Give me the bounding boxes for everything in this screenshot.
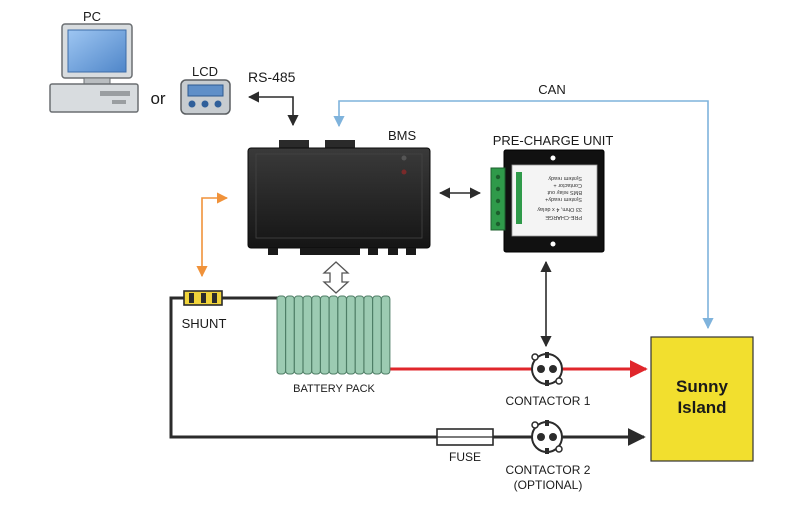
bms-battery-link-icon bbox=[322, 261, 350, 294]
battery-cell bbox=[354, 295, 365, 375]
can-label: CAN bbox=[538, 82, 565, 97]
sunny-island-label-line2: Island bbox=[677, 398, 726, 417]
battery-pack-label: BATTERY PACK bbox=[293, 383, 375, 395]
battery-cell bbox=[372, 295, 382, 375]
battery-cell bbox=[328, 295, 339, 375]
fuse-icon bbox=[436, 428, 494, 446]
battery-cell bbox=[337, 295, 347, 375]
battery-pack-icon bbox=[276, 295, 391, 375]
can-bus-line bbox=[333, 100, 714, 330]
battery-cell bbox=[302, 295, 313, 375]
contactor-2-label: CONTACTOR 2 bbox=[506, 463, 591, 477]
precharge-text-4: BMS relay out bbox=[547, 189, 582, 195]
battery-cell bbox=[320, 295, 330, 375]
battery-cell bbox=[380, 295, 391, 375]
precharge-text-6: System ready bbox=[548, 175, 582, 181]
battery-cell bbox=[311, 295, 321, 375]
battery-cell bbox=[276, 295, 286, 375]
rs485-label: RS-485 bbox=[248, 69, 296, 85]
rs485-connection bbox=[247, 91, 299, 127]
bms-label: BMS bbox=[388, 128, 417, 143]
bms-unit bbox=[247, 140, 431, 255]
precharge-unit: PRE-CHARGE 33 Ohm, 4 x delay System read… bbox=[490, 149, 605, 253]
contactor-1-icon bbox=[531, 352, 563, 386]
shunt-icon bbox=[183, 290, 223, 306]
or-label: or bbox=[150, 89, 165, 108]
precharge-text-3: System ready+ bbox=[545, 196, 582, 202]
battery-cell bbox=[346, 295, 356, 375]
battery-cell bbox=[285, 295, 295, 375]
battery-cell bbox=[363, 295, 373, 375]
precharge-label: PRE-CHARGE UNIT bbox=[493, 133, 614, 148]
sunny-island-label-line1: Sunny bbox=[676, 377, 728, 396]
lcd-label: LCD bbox=[192, 64, 218, 79]
shunt-label: SHUNT bbox=[182, 316, 227, 331]
contactor-2-icon bbox=[531, 420, 563, 454]
precharge-text-5: Contactor + bbox=[553, 182, 582, 188]
pc-icon bbox=[49, 23, 139, 113]
shunt-sense-line bbox=[196, 192, 229, 278]
precharge-text-1: PRE-CHARGE bbox=[545, 214, 582, 220]
lcd-icon bbox=[180, 79, 231, 115]
fuse-label: FUSE bbox=[449, 450, 481, 464]
negative-wire bbox=[169, 296, 646, 446]
contactor-2-optional-label: (OPTIONAL) bbox=[514, 478, 583, 492]
sunny-island-box bbox=[650, 336, 754, 462]
contactor-1-label: CONTACTOR 1 bbox=[506, 394, 591, 408]
battery-cell bbox=[293, 295, 304, 375]
pc-label: PC bbox=[83, 9, 101, 24]
precharge-text-2: 33 Ohm, 4 x delay bbox=[537, 206, 582, 212]
